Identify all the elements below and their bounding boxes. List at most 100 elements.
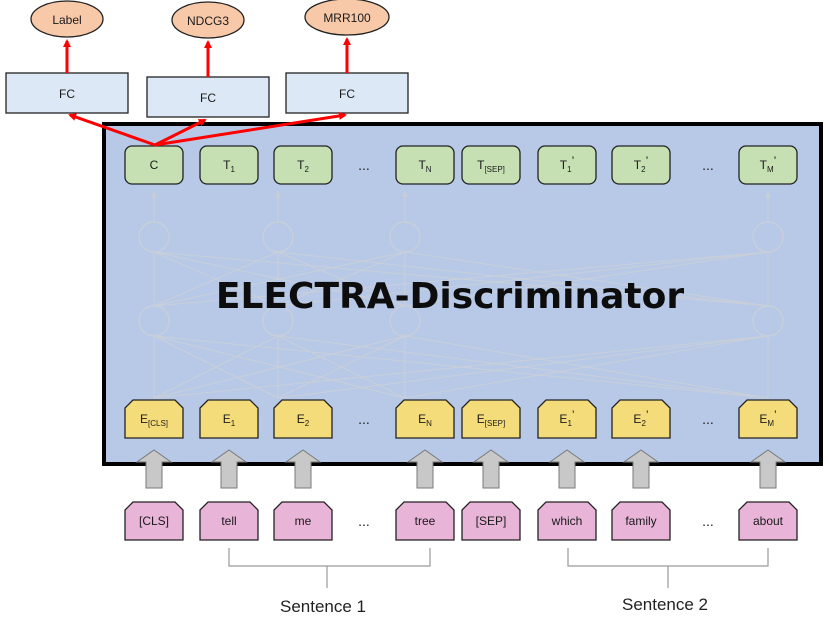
- input-token-label: family: [625, 514, 656, 528]
- output-token-row: C T1 T2... TN T[SEP] T1’ T2’... TM’: [124, 145, 798, 185]
- output-token-box: [738, 145, 798, 185]
- output-token-label: T[SEP]: [477, 158, 505, 174]
- input-token-label: tree: [415, 514, 436, 528]
- input-token-ellipsis: ...: [702, 513, 714, 529]
- embedding-connection: [404, 335, 769, 399]
- head-output-label: MRR100: [323, 11, 371, 25]
- input-token-box: [738, 501, 798, 541]
- embedding-label: E[SEP]: [477, 412, 505, 428]
- sentence-2-bracket: [567, 548, 769, 567]
- input-token-ellipsis: ...: [358, 513, 370, 529]
- head-output-label: NDCG3: [187, 14, 229, 28]
- output-token-box: [461, 145, 521, 185]
- fc-layer-box: [285, 72, 409, 114]
- hidden-connection: [153, 251, 279, 307]
- embedding-box: [199, 399, 259, 439]
- embedding-label: EM’: [759, 408, 776, 428]
- up-arrow: [284, 449, 322, 489]
- embedding-label: E1: [223, 412, 236, 428]
- output-token-label: T1’: [560, 154, 574, 174]
- output-token-label: TN: [418, 158, 431, 174]
- embedding-box: [611, 399, 671, 439]
- embedding-label: E[CLS]: [140, 412, 168, 428]
- output-token-label: T2: [297, 158, 309, 174]
- head-output-ellipse: [304, 0, 390, 36]
- hidden-connection: [277, 251, 769, 307]
- up-arrow: [548, 449, 586, 489]
- hidden-connection: [153, 251, 406, 307]
- head-output-ellipse: [171, 1, 245, 39]
- embedding-box: [461, 399, 521, 439]
- input-token-box: [537, 501, 597, 541]
- embedding-box: [273, 399, 333, 439]
- embedding-connection: [277, 335, 769, 399]
- embedding-row: E[CLS] E1 E2... EN E[SEP] E1’ E2’... EM’: [124, 399, 798, 439]
- embedding-connection: [153, 335, 279, 399]
- embedding-connection: [153, 335, 406, 399]
- sentence-1-label: Sentence 1: [280, 597, 366, 616]
- fc-layer-label: FC: [339, 87, 355, 101]
- input-token-label: which: [551, 514, 583, 528]
- fc-layer-label: FC: [200, 91, 216, 105]
- output-token-label: C: [150, 158, 159, 172]
- hidden-connection: [277, 251, 406, 307]
- hidden-network-graph: [138, 191, 784, 399]
- embedding-box: [395, 399, 455, 439]
- output-token-label: TM’: [760, 154, 777, 174]
- hidden-connection: [153, 251, 769, 307]
- embedding-connection: [153, 335, 769, 399]
- input-token-box: [199, 501, 259, 541]
- head-output-label: Label: [52, 13, 81, 27]
- sentence-brackets: [228, 548, 769, 588]
- fc-layer-box: [5, 72, 129, 114]
- up-arrow: [406, 449, 444, 489]
- embedding-label: E1’: [559, 408, 574, 428]
- input-token-box: [273, 501, 333, 541]
- fc-layer-label: FC: [59, 87, 75, 101]
- output-token-ellipsis: ...: [358, 157, 370, 173]
- fc-layer-box: [146, 76, 270, 118]
- cls-to-fc-arrow: [154, 118, 207, 147]
- input-token-label: tell: [221, 514, 236, 528]
- input-token-row: [CLS] tell me... tree [SEP] which family... abo…: [124, 501, 798, 541]
- embedding-ellipsis: ...: [702, 411, 714, 427]
- output-token-label: T2’: [634, 154, 648, 174]
- input-arrows: [135, 449, 787, 489]
- cls-to-fc-arrow: [68, 113, 156, 147]
- input-token-box: [461, 501, 521, 541]
- input-token-label: about: [753, 514, 784, 528]
- sentence-1-bracket: [228, 548, 431, 567]
- sentence-2-label: Sentence 2: [622, 595, 708, 614]
- embedding-label: E2’: [633, 408, 648, 428]
- output-token-box: [273, 145, 333, 185]
- output-token-ellipsis: ...: [702, 157, 714, 173]
- hidden-connection: [404, 251, 769, 307]
- up-arrow: [135, 449, 173, 489]
- embedding-ellipsis: ...: [358, 411, 370, 427]
- output-token-box: [199, 145, 259, 185]
- output-token-box: [395, 145, 455, 185]
- up-arrow: [749, 449, 787, 489]
- cls-to-fc-arrow: [154, 111, 347, 147]
- input-token-box: [124, 501, 184, 541]
- up-arrow: [622, 449, 660, 489]
- input-token-box: [611, 501, 671, 541]
- embedding-box: [537, 399, 597, 439]
- head-output-ellipse: [30, 0, 104, 38]
- embedding-box: [738, 399, 798, 439]
- output-token-label: T1: [223, 158, 235, 174]
- input-token-label: [SEP]: [476, 514, 507, 528]
- input-token-label: me: [295, 514, 312, 528]
- output-token-box: [537, 145, 597, 185]
- input-token-box: [395, 501, 455, 541]
- classifier-connections: [68, 111, 347, 147]
- embedding-box: [124, 399, 184, 439]
- embedding-label: EN: [418, 412, 432, 428]
- output-token-box: [611, 145, 671, 185]
- input-token-label: [CLS]: [139, 514, 169, 528]
- embedding-label: E2: [297, 412, 310, 428]
- up-arrow: [210, 449, 248, 489]
- up-arrow: [472, 449, 510, 489]
- model-title: ELECTRA-Discriminator: [216, 276, 684, 317]
